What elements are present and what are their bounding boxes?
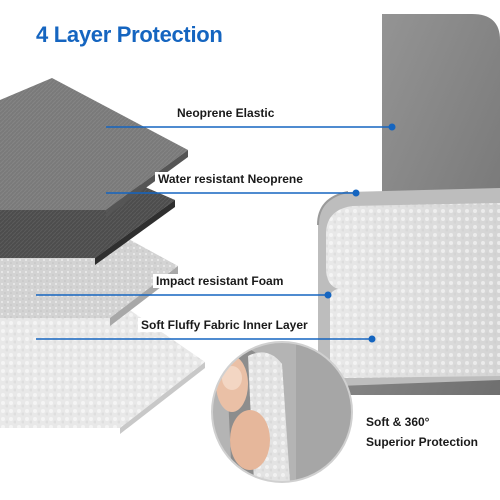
callout-dot-water-resistant-neoprene: [352, 189, 360, 197]
layer-label-neoprene-elastic: Neoprene Elastic: [174, 106, 278, 120]
page-title: 4 Layer Protection: [36, 22, 223, 47]
callout-dot-neoprene-elastic: [388, 123, 396, 131]
callout-dot-soft-fluffy-fabric: [368, 335, 376, 343]
callout-lines: [36, 123, 396, 343]
layer-label-impact-resistant-foam: Impact resistant Foam: [153, 274, 287, 288]
callout-dot-impact-resistant-foam: [324, 291, 332, 299]
layer-label-soft-fluffy-fabric: Soft Fluffy Fabric Inner Layer: [138, 318, 311, 332]
feature-caption-line1: Soft & 360°: [366, 415, 430, 429]
layer-sheet-neoprene-elastic: [0, 78, 188, 217]
feature-caption-line2: Superior Protection: [366, 435, 479, 449]
sleeve-illustration: [317, 14, 500, 395]
feature-caption: Soft & 360° Superior Protection: [366, 412, 478, 452]
detail-photo: [211, 341, 353, 483]
layer-label-water-resistant-neoprene: Water resistant Neoprene: [155, 172, 306, 186]
